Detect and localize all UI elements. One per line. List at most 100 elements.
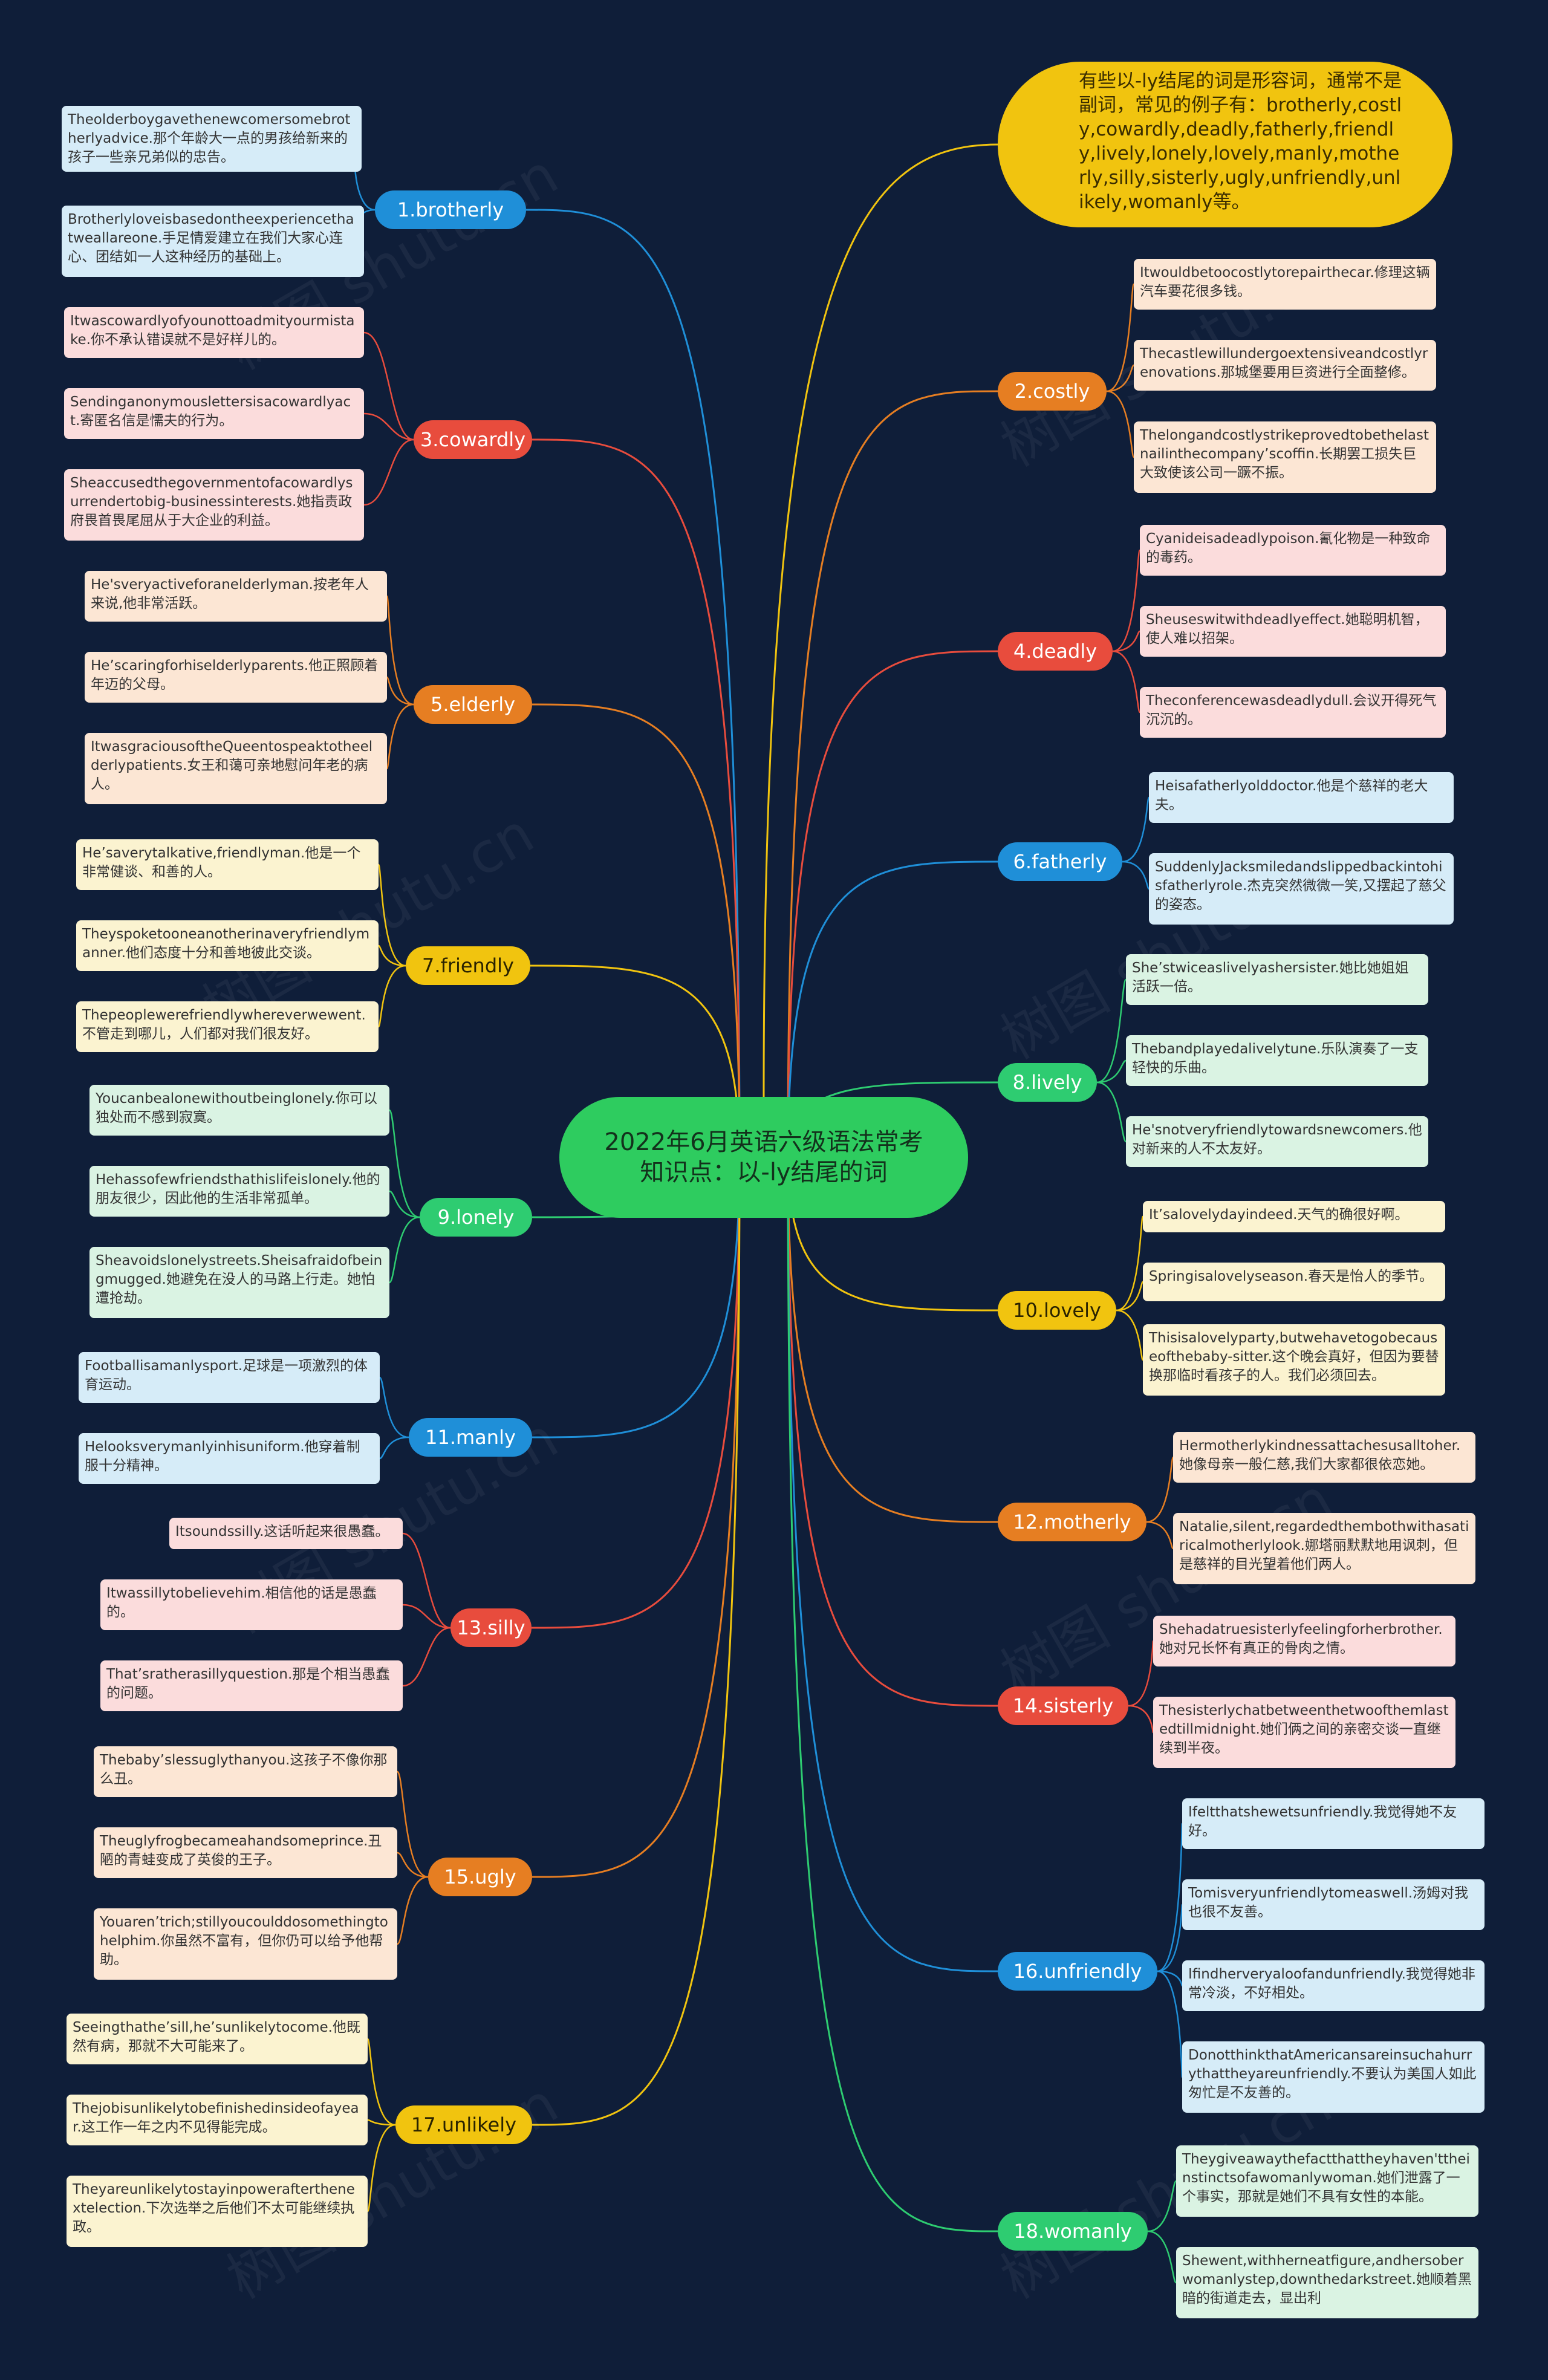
connector-topic-16 [787,1157,998,1972]
example-sentence[interactable]: Thejobisunlikelytobefinishedinsideofayea… [67,2095,368,2145]
topic-node[interactable]: 6.fatherly [998,842,1122,881]
example-sentence[interactable]: She’stwiceaslivelyashersister.她比她姐姐活跃一倍。 [1126,954,1428,1005]
example-sentence[interactable]: Shewent,withherneatfigure,andhersoberwom… [1176,2247,1478,2318]
example-sentence[interactable]: Thecastlewillundergoextensiveandcostlyre… [1134,340,1436,391]
example-sentence[interactable]: Ifeltthatshewetsunfriendly.我觉得她不友好。 [1182,1798,1485,1849]
topic-node[interactable]: 4.deadly [998,632,1113,671]
example-sentence[interactable]: Thepeoplewerefriendlywhereverwewent.不管走到… [76,1001,379,1052]
topic-node[interactable]: 17.unlikely [395,2105,532,2144]
connector-leaf [1096,978,1127,1084]
example-sentence[interactable]: Cyanideisadeadlypoison.氰化物是一种致命的毒药。 [1140,525,1446,576]
example-sentence[interactable]: Helooksverymanlyinhisuniform.他穿着制服十分精神。 [79,1433,380,1484]
topic-node[interactable]: 10.lovely [998,1291,1116,1330]
example-sentence[interactable]: Sheavoidslonelystreets.Sheisafraidofbein… [89,1247,389,1318]
example-sentence[interactable]: DonotthinkthatAmericansareinsuchahurryth… [1182,2041,1485,2113]
example-sentence[interactable]: Itwassillytobelievehim.相信他的话是愚蠢的。 [100,1579,403,1630]
central-topic[interactable]: 2022年6月英语六级语法常考知识点：以-ly结尾的词 [559,1097,968,1218]
connector-leaf [397,1852,429,1878]
example-sentence[interactable]: Tomisveryunfriendlytomeaswell.汤姆对我也很不友善。 [1182,1879,1485,1930]
example-sentence[interactable]: Theolderboygavethenewcomersomebrotherlya… [62,106,362,172]
topic-label: 10.lovely [1013,1299,1101,1322]
intro-note[interactable]: 有些以-ly结尾的词是形容词，通常不是副词，常见的例子有：brotherly,c… [998,62,1452,227]
connector-leaf [396,1770,429,1878]
connector-leaf [402,1532,451,1629]
connector-topic-11 [532,1157,741,1439]
topic-label: 3.cowardly [420,428,526,451]
example-sentence[interactable]: Youaren’trich;stillyoucoulddosomethingto… [94,1908,397,1980]
topic-node[interactable]: 3.cowardly [414,420,532,459]
topic-node[interactable]: 18.womanly [998,2212,1148,2251]
connector-leaf [1116,1215,1144,1312]
example-sentence[interactable]: Thesisterlychatbetweenthetwoofthemlasted… [1153,1697,1455,1768]
connector-leaf [1146,1521,1174,1550]
topic-node[interactable]: 7.friendly [406,946,530,985]
example-sentence[interactable]: Hehassofewfriendsthathislifeislonely.他的朋… [89,1166,389,1217]
connector-leaf [367,2119,396,2126]
topic-node[interactable]: 13.silly [450,1608,532,1647]
example-sentence[interactable]: He'sveryactiveforanelderlyman.按老年人来说,他非常… [85,571,387,622]
topic-node[interactable]: 11.manly [409,1418,532,1457]
connector-leaf [402,1604,451,1629]
example-sentence[interactable]: Hermotherlykindnessattachesusalltoher.她像… [1173,1432,1475,1483]
topic-node[interactable]: 2.costly [998,372,1107,411]
connector-topic-3 [532,438,741,1158]
topic-node[interactable]: 1.brotherly [375,190,526,229]
connector-leaf [1147,2230,1177,2284]
topic-node[interactable]: 15.ugly [428,1858,532,1896]
example-sentence[interactable]: ItwasgraciousoftheQueentospeaktotheelder… [85,733,387,804]
topic-node[interactable]: 8.lively [998,1063,1097,1102]
topic-node[interactable]: 9.lonely [420,1198,532,1237]
example-sentence[interactable]: Ifindherveryaloofandunfriendly.我觉得她非常冷淡，… [1182,1960,1485,2011]
connector-leaf [363,412,414,441]
topic-node[interactable]: 5.elderly [414,685,532,724]
example-sentence[interactable]: That’sratherasillyquestion.那是个相当愚蠢的问题。 [100,1660,403,1711]
example-sentence[interactable]: Natalie,silent,regardedthembothwithasati… [1173,1513,1475,1584]
connector-leaf [379,1436,409,1460]
example-sentence[interactable]: Heisafatherlyolddoctor.他是个慈祥的老大夫。 [1149,772,1454,823]
connector-leaf [388,1216,420,1284]
connector-leaf [1116,1281,1144,1312]
example-sentence[interactable]: Theyspoketooneanotherinaveryfriendlymann… [76,920,379,971]
connector-leaf [1157,1822,1183,1972]
connector-topic-18 [787,1157,998,2232]
example-sentence[interactable]: Thebaby’slessuglythanyou.这孩子不像你那么丑。 [94,1746,397,1797]
example-sentence[interactable]: Sendinganonymouslettersisacowardlyact.寄匿… [64,388,364,439]
connector-leaf [366,2124,396,2213]
example-sentence[interactable]: He’saverytalkative,friendlyman.他是一个非常健谈、… [76,839,379,890]
example-sentence[interactable]: Theuglyfrogbecameahandsomeprince.丑陋的青蛙变成… [94,1827,397,1878]
connector-leaf [1147,2180,1177,2232]
example-sentence[interactable]: Itwouldbetoocostlytorepairthecar.修理这辆汽车要… [1134,259,1436,310]
example-sentence[interactable]: Itsoundssilly.这话听起来很愚蠢。 [169,1518,403,1549]
example-sentence[interactable]: He’scaringforhiselderlyparents.他正照顾着年迈的父… [85,652,387,703]
connector-leaf [389,1190,420,1218]
example-sentence[interactable]: He'snotveryfriendlytowardsnewcomers.他对新来… [1126,1116,1428,1167]
topic-node[interactable]: 12.motherly [998,1503,1146,1541]
example-sentence[interactable]: It’salovelydayindeed.天气的确很好啊。 [1143,1201,1445,1232]
example-sentence[interactable]: Theyareunlikelytostayinpowerafterthenext… [67,2176,368,2247]
connector-topic-5 [532,703,741,1158]
topic-label: 4.deadly [1013,640,1098,663]
connector-leaf [1128,1705,1154,1734]
example-sentence[interactable]: SuddenlyJacksmiledandslippedbackintohisf… [1149,853,1454,925]
example-sentence[interactable]: Thebandplayedalivelytune.乐队演奏了一支轻快的乐曲。 [1126,1035,1428,1086]
example-sentence[interactable]: Youcanbealonewithoutbeinglonely.你可以独处而不感… [89,1085,389,1136]
connector-topic-15 [532,1157,741,1878]
example-sentence[interactable]: Theconferencewasdeadlydull.会议开得死气沉沉的。 [1140,687,1446,738]
example-sentence[interactable]: Shehadatruesisterlyfeelingforherbrother.… [1153,1616,1455,1666]
topic-label: 13.silly [457,1616,525,1639]
topic-node[interactable]: 16.unfriendly [998,1952,1157,1991]
connector-leaf [366,2038,396,2126]
example-sentence[interactable]: Springisalovelyseason.春天是怡人的季节。 [1143,1263,1445,1301]
topic-node[interactable]: 14.sisterly [998,1686,1128,1725]
example-sentence[interactable]: Brotherlyloveisbasedontheexperiencethatw… [62,206,364,277]
example-sentence[interactable]: Thelongandcostlystrikeprovedtobethelastn… [1134,421,1436,493]
example-sentence[interactable]: Sheuseswitwithdeadlyeffect.她聪明机智，使人难以招架。 [1140,606,1446,657]
example-sentence[interactable]: Itwascowardlyofyounottoadmityourmistake.… [64,307,364,358]
example-sentence[interactable]: Thisisalovelyparty,butwehavetogobecauseo… [1143,1324,1445,1396]
example-sentence[interactable]: Footballisamanlysport.足球是一项激烈的体育运动。 [79,1352,380,1403]
example-sentence[interactable]: Theygiveawaythefactthattheyhaven'ttheins… [1176,2145,1478,2217]
example-sentence[interactable]: Sheaccusedthegovernmentofacowardlysurren… [64,469,364,541]
connector-leaf [377,964,406,1028]
example-sentence[interactable]: Seeingthathe’sill,he’sunlikelytocome.他既然… [67,2014,368,2064]
